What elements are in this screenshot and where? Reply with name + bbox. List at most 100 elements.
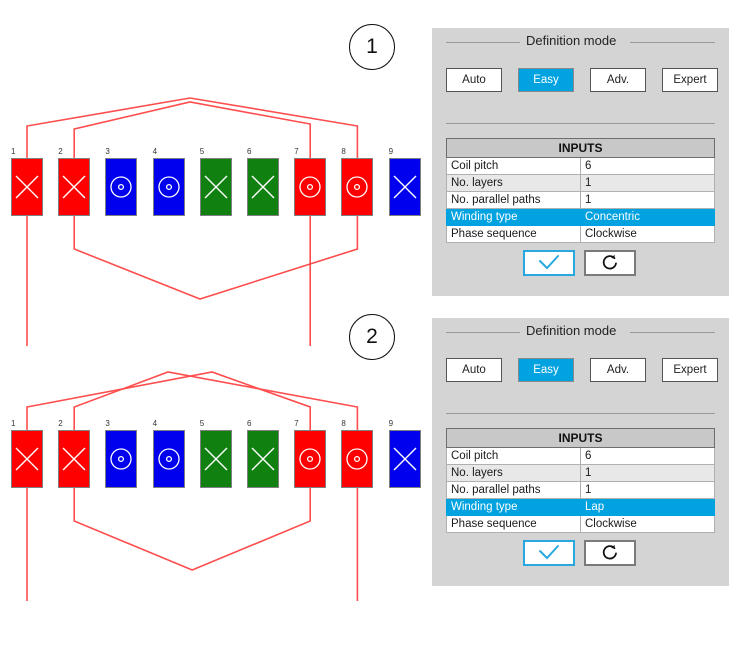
winding-wires [26, 371, 359, 601]
stator-slot[interactable] [58, 430, 91, 488]
stator-slot[interactable] [247, 158, 279, 216]
slot-number-label: 1 [11, 147, 16, 156]
mode-button-adv[interactable]: Adv. [590, 68, 646, 92]
input-label-cell: Phase sequence [446, 515, 581, 533]
step-badge-2: 2 [349, 314, 395, 360]
section-divider [446, 413, 715, 414]
input-value-cell[interactable]: Clockwise [580, 225, 715, 243]
input-value-cell[interactable]: 1 [580, 481, 715, 499]
group-title-label: Definition mode [520, 33, 623, 48]
input-label-cell: Coil pitch [446, 157, 581, 175]
stator-slot[interactable] [152, 430, 185, 488]
step-badge-1: 1 [349, 24, 395, 70]
slot-number-label: 6 [247, 147, 252, 156]
group-title-label: Definition mode [520, 323, 623, 338]
check-icon [539, 255, 559, 270]
input-value-cell[interactable]: 1 [580, 464, 715, 482]
group-frame-right [630, 332, 715, 333]
input-label-cell: Phase sequence [446, 225, 581, 243]
input-value-cell[interactable]: 1 [580, 174, 715, 192]
input-value-cell[interactable]: Clockwise [580, 515, 715, 533]
stator-slot[interactable] [11, 430, 43, 488]
stator-slot[interactable] [388, 158, 421, 216]
confirm-button[interactable] [523, 540, 575, 566]
input-label-cell: No. parallel paths [446, 481, 581, 499]
input-label-cell: No. layers [446, 464, 581, 482]
slot-number-label: 8 [341, 419, 346, 428]
stator-slot[interactable] [199, 158, 232, 216]
stator-slot[interactable] [58, 158, 91, 216]
input-label-cell: Winding type [446, 498, 581, 516]
slot-number-label: 5 [199, 419, 205, 428]
slot-number-label: 3 [105, 147, 110, 156]
stator-slot[interactable] [152, 158, 185, 216]
group-frame-right [630, 42, 715, 43]
mode-button-auto[interactable]: Auto [446, 358, 502, 382]
slot-number-label: 7 [294, 419, 299, 428]
input-value-cell[interactable]: 6 [580, 157, 715, 175]
slot-number-label: 4 [152, 419, 158, 428]
slot-number-label: 6 [247, 419, 252, 428]
stator-slot[interactable] [105, 158, 138, 216]
slot-number-label: 9 [388, 147, 394, 156]
stator-slot[interactable] [11, 158, 43, 216]
section-divider [446, 123, 715, 124]
lap-winding-diagram: 1 2 3 4 5 6 7 8 9 [0, 362, 421, 652]
mode-button-auto[interactable]: Auto [446, 68, 502, 92]
reset-button[interactable] [584, 250, 636, 276]
slot-number-label: 2 [58, 419, 63, 428]
input-label-cell: Winding type [446, 208, 581, 226]
confirm-button[interactable] [523, 250, 575, 276]
stator-slot[interactable] [247, 430, 279, 488]
slot-number-label: 1 [11, 419, 16, 428]
input-value-cell[interactable]: 1 [580, 191, 715, 209]
mode-button-easy[interactable]: Easy [518, 68, 574, 92]
refresh-icon [602, 544, 617, 560]
input-label-cell: No. layers [446, 174, 581, 192]
stator-slot[interactable] [199, 430, 232, 488]
group-frame-left [446, 42, 522, 43]
mode-button-expert[interactable]: Expert [662, 358, 718, 382]
mode-button-adv[interactable]: Adv. [590, 358, 646, 382]
stator-slot[interactable] [341, 430, 374, 488]
refresh-icon [602, 254, 617, 270]
stator-slot[interactable] [294, 430, 327, 488]
slot-number-label: 4 [152, 147, 158, 156]
reset-button[interactable] [584, 540, 636, 566]
slot-number-label: 8 [341, 147, 346, 156]
stator-slot[interactable] [388, 430, 421, 488]
stator-slot[interactable] [341, 158, 374, 216]
check-icon [539, 545, 559, 560]
mode-button-expert[interactable]: Expert [662, 68, 718, 92]
mode-button-easy[interactable]: Easy [518, 358, 574, 382]
inputs-table-header: INPUTS [446, 138, 715, 158]
stator-slot[interactable] [294, 158, 327, 216]
winding-wires [26, 97, 359, 346]
slot-number-label: 5 [199, 147, 205, 156]
input-value-cell[interactable]: Lap [580, 498, 715, 516]
stator-slot[interactable] [105, 430, 138, 488]
slot-number-label: 3 [105, 419, 110, 428]
input-value-cell[interactable]: Concentric [580, 208, 715, 226]
input-label-cell: Coil pitch [446, 447, 581, 465]
slot-number-label: 2 [58, 147, 63, 156]
input-label-cell: No. parallel paths [446, 191, 581, 209]
input-value-cell[interactable]: 6 [580, 447, 715, 465]
slot-number-label: 9 [388, 419, 394, 428]
group-frame-left [446, 332, 522, 333]
slot-number-label: 7 [294, 147, 299, 156]
